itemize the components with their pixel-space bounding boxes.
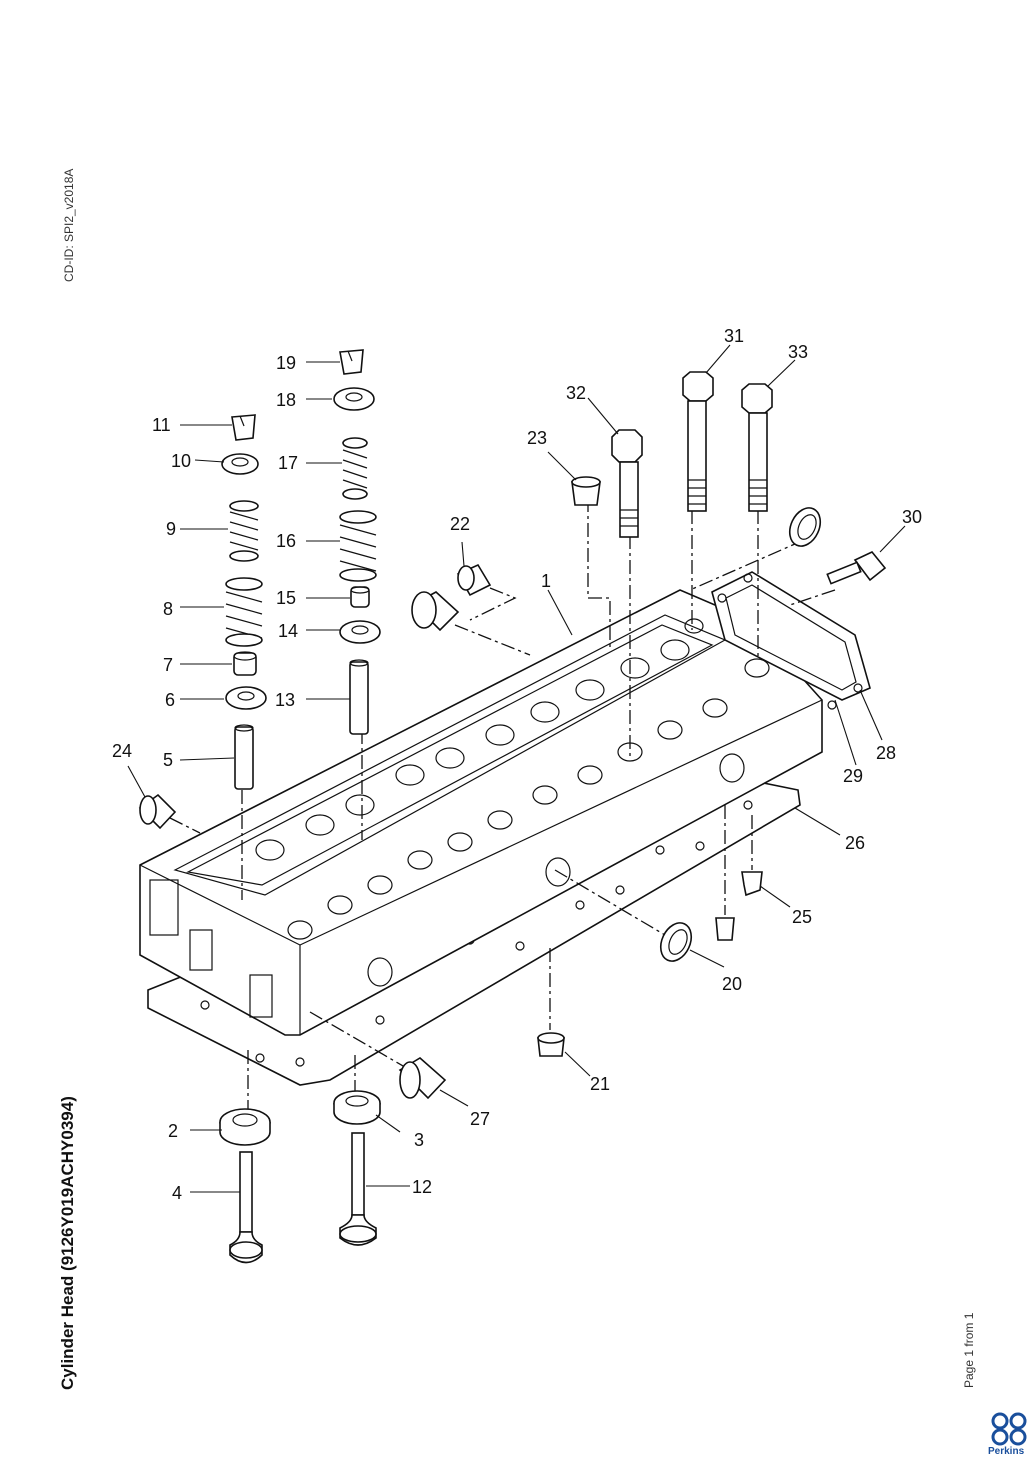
callout-10: 10 <box>171 451 191 471</box>
valve-guide-5 <box>234 724 254 790</box>
callout-13: 13 <box>275 690 295 710</box>
callout-1: 1 <box>541 571 551 591</box>
callout-2: 2 <box>168 1121 178 1141</box>
spring-cap-18 <box>333 387 375 411</box>
callout-8: 8 <box>163 599 173 619</box>
callout-7: 7 <box>163 655 173 675</box>
end-cover-gasket <box>711 571 871 701</box>
seal-ring-20 <box>659 922 693 962</box>
callout-29: 29 <box>843 766 863 786</box>
callout-17: 17 <box>278 453 298 473</box>
cylinder-head-bolt-33 <box>741 383 773 512</box>
valve-seal-7 <box>233 651 257 676</box>
callout-15: 15 <box>276 588 296 608</box>
inlet-valve-12 <box>339 1132 377 1246</box>
cylinder-head-bolt-31 <box>682 371 714 512</box>
bolt-30 <box>826 551 887 585</box>
valve-seat-insert-2 <box>219 1108 271 1146</box>
callout-9: 9 <box>166 519 176 539</box>
spring-seat-14 <box>339 620 381 644</box>
seal-ring-upper <box>788 507 822 547</box>
plug-24 <box>138 793 177 830</box>
callout-6: 6 <box>165 690 175 710</box>
callout-12: 12 <box>412 1177 432 1197</box>
plug-27 <box>398 1057 447 1100</box>
valve-guide-13 <box>349 659 369 735</box>
plug-23 <box>571 476 601 506</box>
outer-spring-8 <box>225 577 263 647</box>
callout-30: 30 <box>902 507 922 527</box>
callout-11: 11 <box>152 415 171 435</box>
inner-spring-9 <box>229 500 259 562</box>
callout-4: 4 <box>172 1183 182 1203</box>
callout-21: 21 <box>590 1074 610 1094</box>
valve-collet-19 <box>339 349 364 375</box>
callout-23: 23 <box>527 428 547 448</box>
callout-32: 32 <box>566 383 586 403</box>
brand-name: Perkins <box>988 1446 1025 1457</box>
valve-collet-11 <box>231 414 256 441</box>
callout-22: 22 <box>450 514 470 534</box>
perkins-logo-icon <box>991 1412 1027 1446</box>
plug-22 <box>456 563 492 597</box>
callout-26: 26 <box>845 833 865 853</box>
callout-28: 28 <box>876 743 896 763</box>
callout-5: 5 <box>163 750 173 770</box>
callout-27: 27 <box>470 1109 490 1129</box>
valve-seal-15 <box>350 586 370 608</box>
plug-21 <box>537 1032 565 1057</box>
cylinder-head-body <box>139 589 823 1036</box>
exhaust-valve-4 <box>229 1151 263 1264</box>
spring-cap-10 <box>221 453 259 475</box>
cylinder-head-bolt-32 <box>611 429 643 538</box>
outer-spring-16 <box>339 510 377 582</box>
callout-20: 20 <box>722 974 742 994</box>
dowel-25 <box>715 871 763 941</box>
callout-18: 18 <box>276 390 296 410</box>
callout-16: 16 <box>276 531 296 551</box>
inner-spring-17 <box>342 437 368 500</box>
callout-3: 3 <box>414 1130 424 1150</box>
callout-33: 33 <box>788 342 808 362</box>
sealing-plug <box>411 591 460 632</box>
callout-24: 24 <box>112 741 132 761</box>
callout-31: 31 <box>724 326 744 346</box>
callout-19: 19 <box>276 353 296 373</box>
callout-25: 25 <box>792 907 812 927</box>
valve-seat-insert-3 <box>333 1090 381 1125</box>
callout-14: 14 <box>278 621 298 641</box>
spring-seat-6 <box>225 686 267 710</box>
